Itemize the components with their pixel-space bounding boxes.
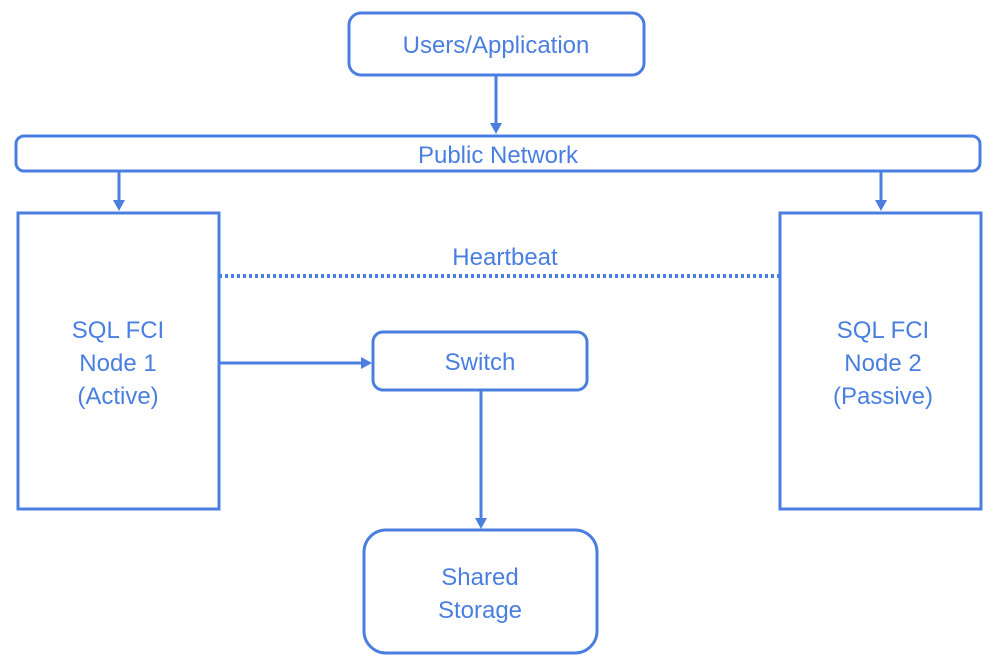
switch-label: Switch (445, 349, 516, 376)
shared-storage-label-line1: Shared (441, 564, 518, 591)
node2-label-line1: SQL FCI (837, 317, 929, 344)
users-application-node: Users/Application (347, 11, 646, 77)
shared-storage-label-line2: Storage (438, 597, 522, 624)
users-application-label: Users/Application (403, 32, 590, 59)
heartbeat-label: Heartbeat (452, 244, 558, 271)
node1-box (16, 211, 221, 511)
node1-label-line3: (Active) (77, 383, 158, 410)
switch-to-storage-arrowhead (475, 518, 487, 529)
shared-storage-node: Shared Storage (362, 528, 599, 655)
node1-to-switch-arrowhead (361, 357, 372, 369)
node2-label-line3: (Passive) (833, 383, 933, 410)
network-to-node1-arrowhead (113, 200, 125, 211)
network-to-node2-arrowhead (875, 200, 887, 211)
switch-node: Switch (371, 330, 589, 392)
node1-label-line1: SQL FCI (72, 317, 164, 344)
sql-fci-node1: SQL FCI Node 1 (Active) (16, 211, 221, 511)
users-to-network-arrowhead (490, 123, 502, 134)
node2-label-line2: Node 2 (844, 350, 921, 377)
node1-label-line2: Node 1 (79, 350, 156, 377)
shared-storage-box (362, 528, 599, 655)
public-network-node: Public Network (14, 134, 982, 173)
public-network-label: Public Network (418, 142, 579, 169)
sql-fci-node2: SQL FCI Node 2 (Passive) (778, 211, 983, 511)
node2-box (778, 211, 983, 511)
public-network-bar (14, 134, 982, 173)
